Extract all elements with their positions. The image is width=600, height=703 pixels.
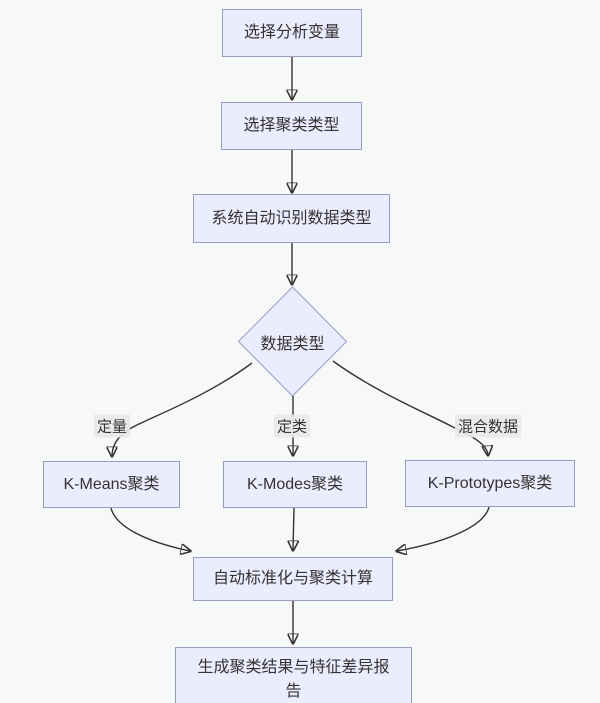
node-select-cluster-type: 选择聚类类型 bbox=[221, 102, 362, 150]
edge-decision-to-kprototypes bbox=[332, 360, 488, 455]
edge-label-mixed: 混合数据 bbox=[454, 414, 522, 438]
edge-decision-to-kmeans bbox=[112, 362, 253, 456]
node-kmodes: K-Modes聚类 bbox=[223, 461, 367, 508]
edge-label-categorical: 定类 bbox=[273, 414, 311, 438]
node-kmeans: K-Means聚类 bbox=[43, 461, 180, 508]
node-report: 生成聚类结果与特征差异报告 bbox=[175, 647, 412, 703]
node-auto-detect-type: 系统自动识别数据类型 bbox=[193, 194, 390, 243]
node-standardize-compute: 自动标准化与聚类计算 bbox=[193, 557, 393, 601]
node-kprototypes: K-Prototypes聚类 bbox=[405, 460, 575, 507]
node-select-variables: 选择分析变量 bbox=[222, 9, 362, 57]
edge-kmodes-to-standardize bbox=[293, 507, 294, 550]
edge-label-quantitative: 定量 bbox=[93, 414, 131, 438]
node-data-type-decision: 数据类型 bbox=[260, 335, 325, 353]
edge-kprototypes-to-standardize bbox=[397, 506, 490, 551]
edge-kmeans-to-standardize bbox=[110, 507, 190, 551]
